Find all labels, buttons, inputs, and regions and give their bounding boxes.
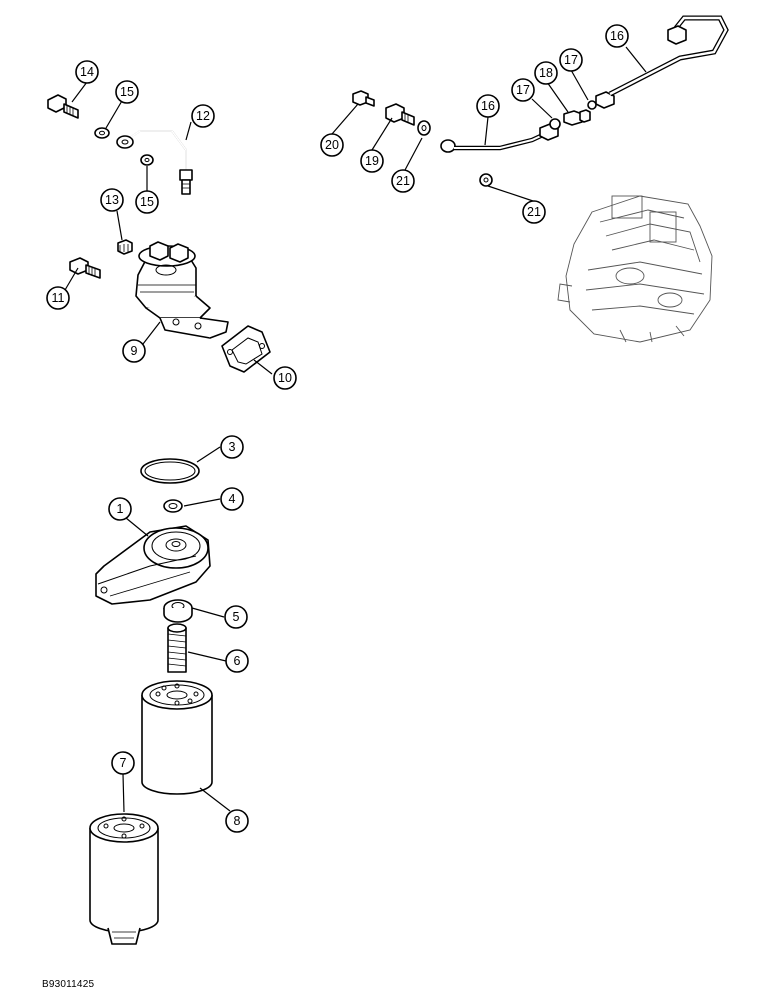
callout-19: 19	[360, 149, 384, 173]
callout-8-label: 8	[234, 814, 241, 828]
part-9-fuel-pump	[135, 241, 229, 339]
callout-17-left: 17	[511, 78, 535, 102]
callout-10: 10	[273, 366, 297, 390]
part-17-seal-left	[549, 118, 561, 130]
callout-16-short: 16	[476, 94, 500, 118]
callout-6-label: 6	[234, 654, 241, 668]
callout-16-short-label: 16	[481, 99, 495, 113]
callout-18: 18	[534, 61, 558, 85]
callout-15-upper: 15	[115, 80, 139, 104]
callout-3-label: 3	[229, 440, 236, 454]
callout-11: 11	[46, 286, 70, 310]
callout-20-label: 20	[325, 138, 339, 152]
part-15-washer-upper	[94, 127, 110, 139]
part-7-filter-with-drain	[89, 813, 159, 945]
callout-18-label: 18	[539, 66, 553, 80]
callout-20: 20	[320, 133, 344, 157]
part-6-threaded-stud	[167, 623, 187, 673]
callout-13-label: 13	[105, 193, 119, 207]
part-16-fuel-line-long	[595, 15, 729, 109]
callout-9-label: 9	[131, 344, 138, 358]
part-20-bleed-screw	[352, 90, 375, 107]
part-10-gasket	[221, 325, 271, 373]
callout-7: 7	[111, 751, 135, 775]
callout-12-label: 12	[196, 109, 210, 123]
part-15-washer-lower	[140, 154, 154, 166]
callout-13: 13	[100, 188, 124, 212]
part-18-connector	[563, 109, 591, 126]
part-12-fuel-line	[116, 130, 193, 195]
callout-8: 8	[225, 809, 249, 833]
callout-19-label: 19	[365, 154, 379, 168]
callout-21-lower: 21	[522, 200, 546, 224]
callout-11-label: 11	[52, 291, 65, 305]
callout-12: 12	[191, 104, 215, 128]
callout-7-label: 7	[120, 756, 127, 770]
callout-1: 1	[108, 497, 132, 521]
part-13-plug	[117, 239, 133, 255]
part-16-fuel-line-short	[440, 123, 559, 153]
callout-1-label: 1	[117, 502, 124, 516]
callout-21-upper-label: 21	[396, 174, 410, 188]
callout-17-right-label: 17	[564, 53, 578, 67]
callout-3: 3	[220, 435, 244, 459]
callout-15-upper-label: 15	[120, 85, 134, 99]
callout-4: 4	[220, 487, 244, 511]
engine-locator-sketch	[557, 195, 713, 343]
part-3-o-ring	[140, 458, 200, 484]
part-21-washer-upper	[417, 120, 431, 136]
part-5-adapter-nut	[163, 599, 193, 623]
part-14-bolt	[47, 94, 79, 119]
part-19-fitting	[385, 103, 415, 126]
callout-17-left-label: 17	[516, 83, 530, 97]
callout-9: 9	[122, 339, 146, 363]
part-21-washer-lower	[479, 173, 493, 187]
callout-15-lower-label: 15	[140, 195, 154, 209]
callout-15-lower: 15	[135, 190, 159, 214]
callout-6: 6	[225, 649, 249, 673]
callout-14-label: 14	[80, 65, 94, 79]
leader-lines	[64, 46, 647, 813]
part-11-bolt	[69, 257, 101, 279]
callout-16-long-label: 16	[610, 29, 624, 43]
callout-4-label: 4	[229, 492, 236, 506]
figure-reference-code: B93011425	[42, 979, 95, 990]
callout-10-label: 10	[278, 371, 292, 385]
callout-14: 14	[75, 60, 99, 84]
callout-5: 5	[224, 605, 248, 629]
part-17-seal-right	[587, 100, 597, 110]
part-8-filter-cartridge	[141, 680, 213, 795]
part-4-seal	[163, 499, 183, 513]
callout-21-lower-label: 21	[527, 205, 541, 219]
callout-5-label: 5	[233, 610, 240, 624]
part-1-filter-head	[95, 525, 211, 605]
callout-17-right: 17	[559, 48, 583, 72]
callout-21-upper: 21	[391, 169, 415, 193]
callout-16-long: 16	[605, 24, 629, 48]
